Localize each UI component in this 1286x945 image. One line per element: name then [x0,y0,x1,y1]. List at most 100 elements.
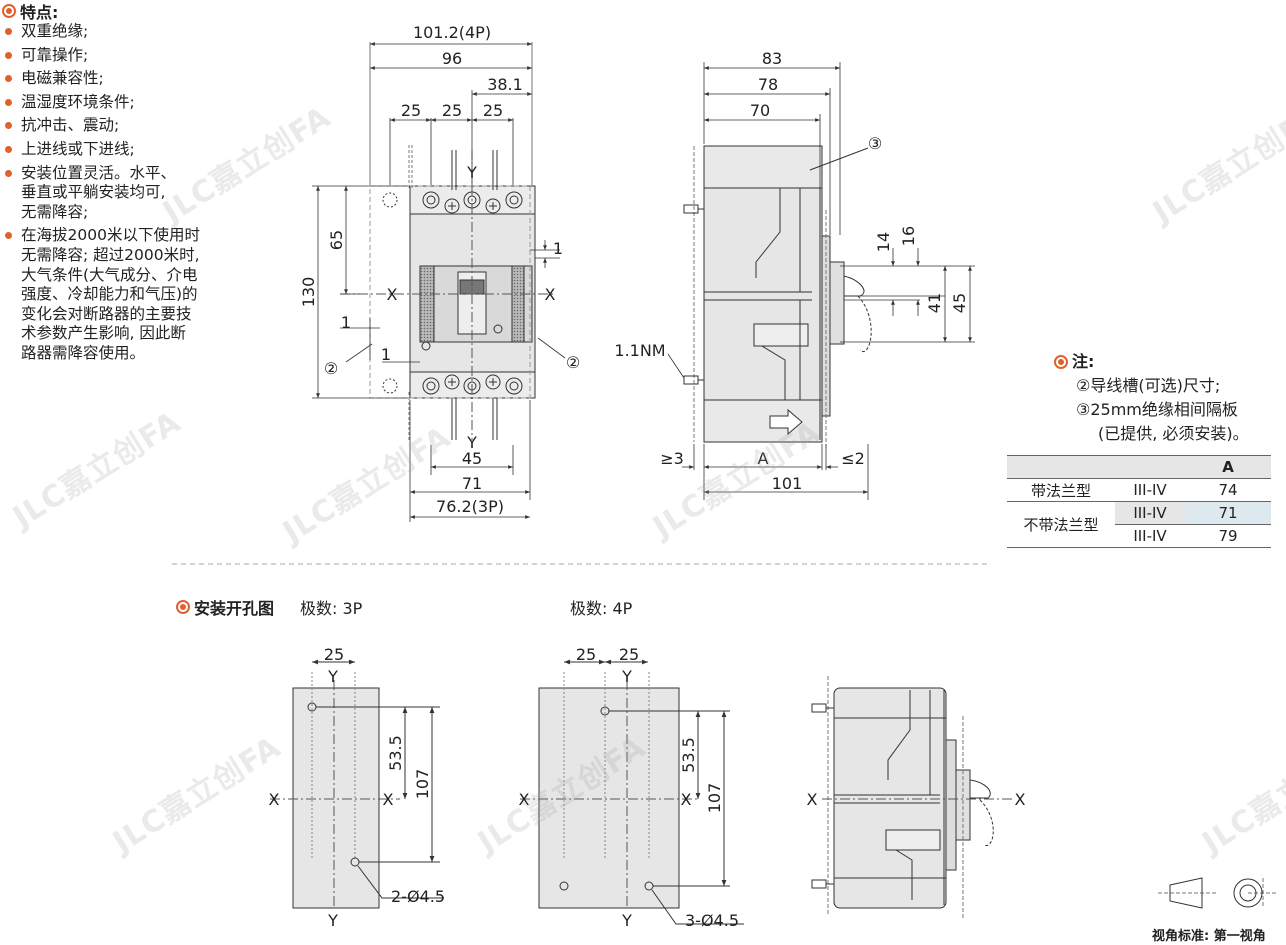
table-cell-range: III-IV [1115,524,1185,548]
table-row: 不带法兰型 III-IV 71 [1007,501,1271,548]
side-body [703,145,823,443]
table-cell-value: 71 [1185,501,1271,525]
dim-le2: ≤2 [841,449,865,468]
dim-16: 16 [899,226,918,246]
mounting-3p [270,659,444,909]
holes-4p: 3-Ø4.5 [685,911,739,930]
dim-4p-107: 107 [705,783,724,814]
mounting-heading: 安装开孔图 [176,595,274,619]
dim-1-left: 1 [341,313,351,332]
notes-title: 注: [1072,352,1095,371]
notes-heading: 注: [1054,350,1284,374]
bottom-terminals [382,374,523,440]
axis-side-x-right: X [1015,790,1026,809]
feature-item: 在海拔2000米以下使用时 无需降容; 超过2000米时, 大气条件(大气成分、… [2,226,272,363]
table-row: 带法兰型 III-IV 74 [1007,478,1271,502]
dim-14: 14 [874,232,893,252]
side-view [683,145,872,450]
panel-3p [292,687,380,909]
axis-4p-y-top: Y [621,667,632,686]
table-cell-range: III-IV [1115,478,1185,502]
pole-3p-label: 极数: 3P [300,599,363,618]
dim-45-bottom: 45 [462,449,482,468]
dim-65: 65 [327,230,346,250]
dim-41: 41 [925,293,944,313]
side-body-mount [833,687,947,909]
holes-3p: 2-Ø4.5 [391,887,445,906]
dimension-table: A 带法兰型 III-IV 74 不带法兰型 III-IV 71 III-IV … [1007,455,1271,548]
dim-101-4p: 101.2(4P) [413,23,491,42]
table-cell-range: III-IV [1115,501,1185,525]
mounting-side-view [811,676,1012,918]
table-header-cell: A [1185,455,1271,479]
table-header-cell [1007,455,1115,479]
axis-3p-y-top: Y [327,667,338,686]
mounting-3p-labels: 25 Y Y X X 53.5 107 2-Ø4.5 [269,645,445,930]
dim-a: A [758,449,769,468]
target-bullet-icon [2,4,16,18]
dim-71: 71 [462,474,482,493]
dim-45: 45 [950,293,969,313]
dim-1-right: 1 [553,239,563,258]
table-row: III-IV 79 [1007,524,1271,548]
feature-item: 双重绝缘; [2,22,272,42]
feature-item: 安装位置灵活。水平、 垂直或平躺安装均可, 无需降容; [2,164,272,223]
dim-3p-107: 107 [413,769,432,800]
target-bullet-icon [176,600,190,614]
dim-70: 70 [750,101,770,120]
note-line: ③25mm绝缘相间隔板 [1076,400,1238,419]
mounting-side-labels: X X [807,790,1026,809]
axis-y-bottom: Y [466,433,477,452]
dim-1-lower: 1 [381,345,391,364]
first-angle-projection-icon [1158,877,1278,909]
note-line: (已提供, 必须安装)。 [1098,424,1249,443]
side-view-labels: 83 78 70 ③ 14 16 41 45 1.1NM ≥3 A ≤2 101 [614,49,969,493]
feature-item: 温湿度环境条件; [2,93,272,113]
axis-x-right: X [545,285,556,304]
dim-130: 130 [299,277,318,308]
feature-item: 抗冲击、震动; [2,116,272,136]
hole-4p-bottom-left [559,881,569,891]
mounting-4p-labels: 25 25 Y Y X X 53.5 107 3-Ø4.5 [519,645,739,930]
callout-2-right: ② [566,353,580,372]
features-panel: 特点: 双重绝缘; 可靠操作; 电磁兼容性; 温湿度环境条件; 抗冲击、震动; … [2,0,272,368]
dim-25-c: 25 [483,101,503,120]
dim-25-b: 25 [442,101,462,120]
axis-4p-x-left: X [519,790,530,809]
mounting-title: 安装开孔图 [194,599,275,618]
mounting-4p [520,659,744,925]
dim-96: 96 [442,49,462,68]
table-header-row: A [1007,455,1271,479]
dim-78: 78 [758,75,778,94]
callout-2-left: ② [324,359,338,378]
dim-4p-25-b: 25 [619,645,639,664]
dim-101: 101 [772,474,803,493]
axis-3p-x-right: X [383,790,394,809]
dim-3p-25: 25 [324,645,344,664]
axis-y-top: Y [466,163,477,182]
dim-4p-53-5: 53.5 [679,737,698,773]
dim-4p-25-a: 25 [576,645,596,664]
axis-side-x-left: X [807,790,818,809]
front-view-labels: 101.2(4P) 96 38.1 25 25 25 Y Y X X 130 6… [299,23,580,516]
dim-ge3: ≥3 [660,449,684,468]
table-cell-type: 带法兰型 [1007,478,1115,502]
table-header-cell [1115,455,1185,479]
dim-83: 83 [762,49,782,68]
note-line: ②导线槽(可选)尺寸; [1076,376,1221,395]
view-standard-label: 视角标准: 第一视角 [1152,929,1266,944]
feature-list: 双重绝缘; 可靠操作; 电磁兼容性; 温湿度环境条件; 抗冲击、震动; 上进线或… [2,22,272,364]
callout-3: ③ [868,134,882,153]
features-heading: 特点: [2,0,272,22]
dim-25-a: 25 [401,101,421,120]
side-view-dims [667,62,975,500]
target-bullet-icon [1054,355,1068,369]
table-cell-value: 79 [1185,524,1271,548]
notes-panel: 注: ②导线槽(可选)尺寸; ③25mm绝缘相间隔板 (已提供, 必须安装)。 [1054,350,1284,446]
table-cell-value: 74 [1185,478,1271,502]
panel-4p [538,687,680,909]
dim-3p-53-5: 53.5 [386,735,405,771]
front-view [340,145,555,440]
feature-item: 上进线或下进线; [2,140,272,160]
